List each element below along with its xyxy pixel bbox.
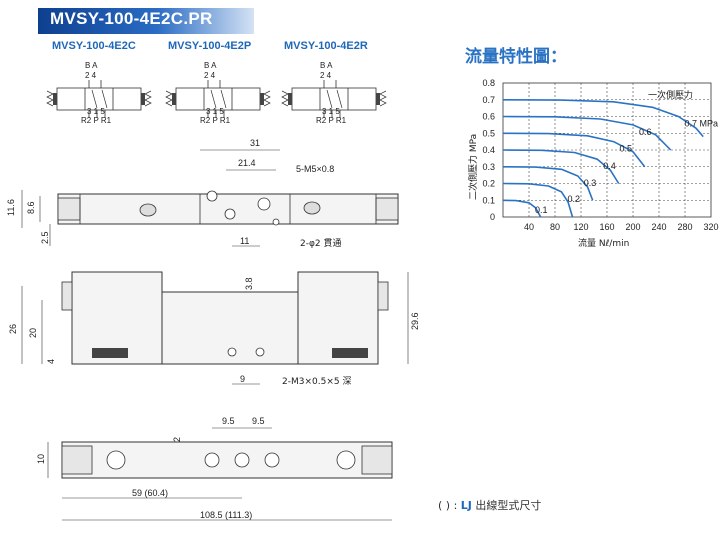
chart-y-tick: 0.1 — [482, 195, 495, 205]
dim-10: 10 — [36, 454, 46, 464]
symbol-port-top: B A — [320, 61, 333, 70]
model-name-4e2r: MVSY-100-4E2R — [284, 40, 368, 52]
side-view-drawing — [21, 271, 409, 385]
chart-x-tick: 280 — [677, 222, 692, 232]
symbol-port-bottom-num: 3 1 5 — [206, 107, 224, 116]
chart-xlabel: 流量 Nℓ/min — [578, 237, 629, 249]
chart-x-tick: 200 — [625, 222, 640, 232]
chart-curves: 0.1 0.20.3 0.4 0.5 0.6 0.7 MPa — [502, 99, 719, 218]
dim-29-6: 29.6 — [410, 312, 420, 330]
chart-y-tick: 0 — [490, 212, 495, 222]
dim-31: 31 — [250, 138, 260, 148]
front-view-drawing — [21, 149, 399, 247]
chart-curve-5 — [502, 115, 672, 151]
symbol-port-top-num: 2 4 — [204, 71, 216, 80]
dim-4: 4 — [46, 359, 56, 364]
valve-symbol-4e2p: B A 2 4 3 1 5 R2 P R1 — [165, 61, 271, 125]
dim-21-4: 21.4 — [238, 158, 256, 168]
chart-curve-label: 0.2 — [568, 194, 581, 204]
footnote-paren: ( ) : — [438, 499, 461, 512]
chart-y-tick: 0.4 — [482, 145, 495, 155]
symbol-port-bottom: R2 P R1 — [200, 116, 231, 125]
chart-y-tick: 0.3 — [482, 162, 495, 172]
chart-y-tick: 0.2 — [482, 179, 495, 189]
chart-curve-label: 0.7 MPa — [685, 119, 719, 129]
chart-grid — [502, 82, 712, 218]
footnote: ( ) : LJ 出線型式尺寸 — [438, 497, 541, 513]
model-name-4e2p: MVSY-100-4E2P — [168, 40, 252, 52]
dim-tap: 2-M3×0.5×5 深 — [282, 376, 351, 387]
chart-x-tick: 240 — [651, 222, 666, 232]
dim-3-8: 3.8 — [244, 277, 254, 290]
symbol-port-bottom: R2 P R1 — [81, 116, 112, 125]
valve-symbol-4e2r: B A 2 4 3 1 5 R2 P R1 — [281, 61, 387, 125]
dim-108-5: 108.5 (111.3) — [200, 510, 252, 520]
title-banner — [38, 8, 254, 34]
symbol-port-top: B A — [85, 61, 98, 70]
chart-y-tick: 0.7 — [482, 95, 495, 105]
dim-59: 59 (60.4) — [132, 488, 168, 498]
dim-2: 2 — [172, 437, 182, 442]
page-title: MVSY-100-4E2C.PR — [50, 9, 213, 28]
chart-curve-4 — [502, 132, 646, 168]
chart-curve-3 — [502, 149, 620, 184]
dim-20: 20 — [28, 328, 38, 338]
valve-symbol-4e2c: B A 2 4 3 1 5 R2 P R1 — [46, 61, 152, 125]
chart-legend-label: 一次側壓力 — [648, 89, 693, 101]
dim-11: 11 — [240, 236, 249, 246]
chart-x-tick: 320 — [703, 222, 718, 232]
chart-curve-6 — [502, 99, 704, 138]
chart-y-tick: 0.6 — [482, 112, 495, 122]
chart-x-tick: 40 — [524, 222, 534, 232]
chart-curve-label: 0.4 — [603, 161, 616, 171]
symbol-port-bottom: R2 P R1 — [316, 116, 347, 125]
dim-port-m5: 5-M5×0.8 — [296, 164, 334, 174]
symbol-port-top: B A — [204, 61, 217, 70]
footnote-lj: LJ — [460, 499, 472, 512]
chart-curve-1 — [502, 182, 574, 218]
dim-26: 26 — [8, 324, 18, 334]
dim-2-5: 2.5 — [40, 231, 50, 244]
flow-chart-title: 流量特性圖： — [465, 47, 567, 67]
footnote-text: 出線型式尺寸 — [471, 499, 542, 512]
chart-x-tick: 160 — [599, 222, 614, 232]
bottom-view-drawing — [47, 427, 393, 521]
dim-9-5a: 9.5 — [222, 416, 235, 426]
chart-curve-label: 0.1 — [535, 205, 548, 215]
dim-9: 9 — [240, 374, 245, 384]
chart-ylabel: 二次側壓力 MPa — [467, 134, 479, 200]
symbol-port-bottom-num: 3 1 5 — [87, 107, 105, 116]
chart-curve-label: 0.3 — [584, 178, 597, 188]
chart-y-tick: 0.8 — [482, 78, 495, 88]
dim-9-5b: 9.5 — [252, 416, 265, 426]
dim-8-6: 8.6 — [26, 201, 36, 214]
model-name-4e2c: MVSY-100-4E2C — [52, 40, 136, 52]
symbol-port-bottom-num: 3 1 5 — [322, 107, 340, 116]
chart-curve-2 — [502, 166, 594, 201]
chart-y-tick: 0.5 — [482, 128, 495, 138]
chart-curve-label: 0.6 — [639, 127, 652, 137]
dim-11-6: 11.6 — [6, 199, 16, 216]
dim-hole: 2-φ2 貫通 — [300, 238, 342, 249]
chart-curve-0 — [502, 199, 542, 218]
chart-x-tick: 80 — [550, 222, 560, 232]
symbol-port-top-num: 2 4 — [320, 71, 332, 80]
chart-x-tick: 120 — [573, 222, 588, 232]
chart-curve-label: 0.5 — [620, 144, 633, 154]
symbol-port-top-num: 2 4 — [85, 71, 97, 80]
